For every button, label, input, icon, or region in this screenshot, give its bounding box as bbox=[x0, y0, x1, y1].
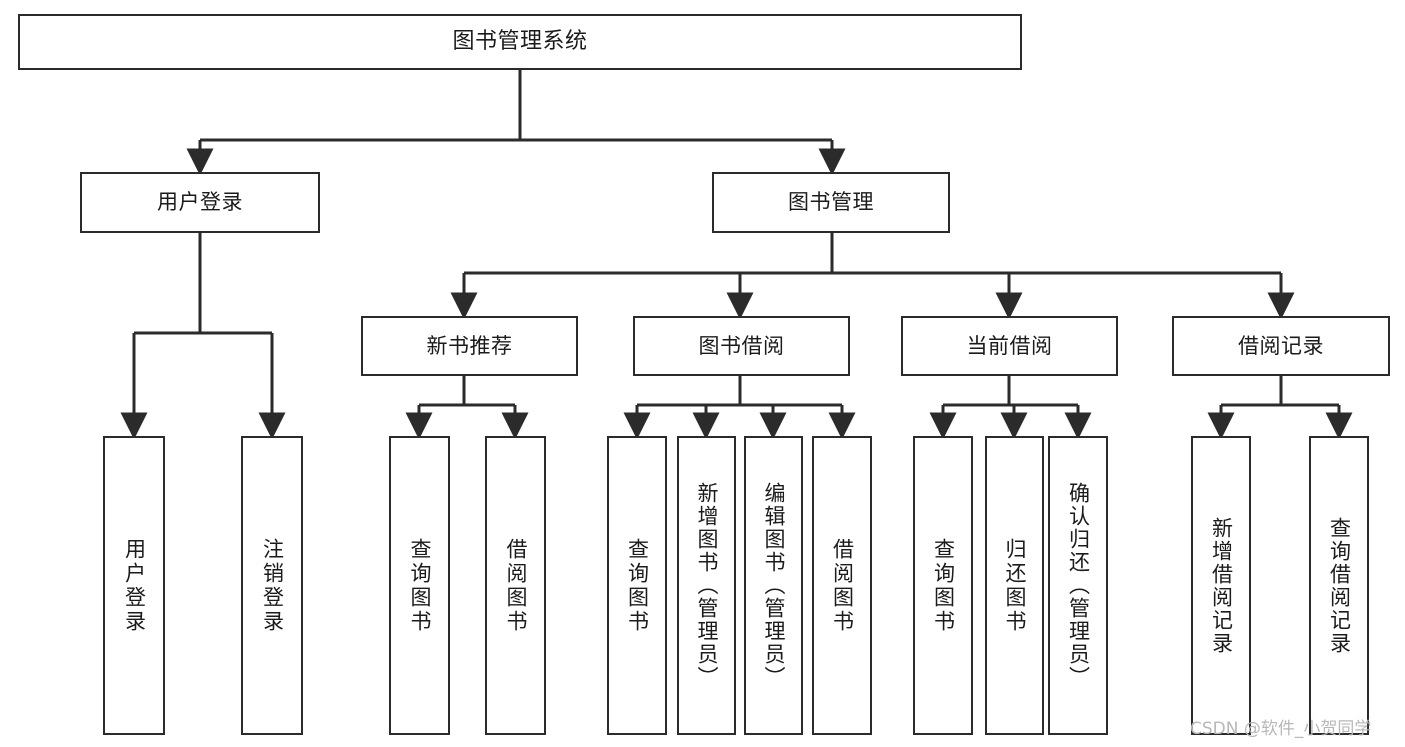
leaf-bb-borrow-book-label: 借阅图书 bbox=[830, 537, 855, 634]
node-root-label: 图书管理系统 bbox=[452, 29, 588, 55]
leaf-nb-borrow-book-label: 借阅图书 bbox=[504, 537, 528, 634]
leaf-nb-borrow-book[interactable]: 借阅图书 bbox=[485, 436, 546, 735]
leaf-bb-edit-book-label: 编辑图书（管理员） bbox=[762, 482, 786, 689]
leaf-bb-query-book[interactable]: 查询图书 bbox=[607, 436, 667, 735]
node-user-login-label: 用户登录 bbox=[157, 190, 243, 215]
leaf-nb-query-book-label: 查询图书 bbox=[408, 537, 432, 634]
leaf-cb-confirm-return-label: 确认归还（管理员） bbox=[1066, 482, 1091, 689]
leaf-bb-add-book-label: 新增图书（管理员） bbox=[695, 482, 719, 689]
leaf-br-query-record[interactable]: 查询借阅记录 bbox=[1309, 436, 1369, 735]
csdn-watermark: CSDN @软件_小贺同学 bbox=[1190, 719, 1372, 739]
node-new-book-recommend-label: 新书推荐 bbox=[426, 333, 513, 358]
node-book-borrow-label: 图书借阅 bbox=[698, 333, 785, 358]
node-book-management-label: 图书管理 bbox=[788, 190, 874, 215]
leaf-nb-query-book[interactable]: 查询图书 bbox=[389, 436, 450, 735]
node-current-borrow-label: 当前借阅 bbox=[966, 333, 1053, 358]
leaf-bb-borrow-book[interactable]: 借阅图书 bbox=[812, 436, 872, 735]
leaf-bb-query-book-label: 查询图书 bbox=[625, 537, 650, 634]
leaf-cb-confirm-return[interactable]: 确认归还（管理员） bbox=[1048, 436, 1108, 735]
leaf-cb-query-book-label: 查询图书 bbox=[931, 537, 956, 634]
leaf-cb-return-book[interactable]: 归还图书 bbox=[985, 436, 1044, 735]
node-root[interactable]: 图书管理系统 bbox=[18, 14, 1022, 70]
leaf-br-add-record[interactable]: 新增借阅记录 bbox=[1191, 436, 1251, 735]
node-borrow-record[interactable]: 借阅记录 bbox=[1172, 316, 1390, 376]
leaf-bb-add-book[interactable]: 新增图书（管理员） bbox=[677, 436, 736, 735]
leaf-logout-label: 注销登录 bbox=[260, 537, 285, 634]
node-borrow-record-label: 借阅记录 bbox=[1238, 333, 1324, 358]
leaf-br-add-record-label: 新增借阅记录 bbox=[1209, 516, 1234, 655]
node-book-borrow[interactable]: 图书借阅 bbox=[633, 316, 850, 376]
node-book-management[interactable]: 图书管理 bbox=[712, 172, 950, 233]
leaf-br-query-record-label: 查询借阅记录 bbox=[1327, 516, 1352, 655]
leaf-user-login[interactable]: 用户登录 bbox=[103, 436, 165, 735]
leaf-cb-query-book[interactable]: 查询图书 bbox=[913, 436, 973, 735]
leaf-bb-edit-book[interactable]: 编辑图书（管理员） bbox=[744, 436, 803, 735]
leaf-cb-return-book-label: 归还图书 bbox=[1003, 537, 1027, 634]
node-user-login[interactable]: 用户登录 bbox=[80, 172, 320, 233]
leaf-logout[interactable]: 注销登录 bbox=[241, 436, 303, 735]
leaf-user-login-label: 用户登录 bbox=[122, 537, 147, 634]
node-current-borrow[interactable]: 当前借阅 bbox=[901, 316, 1118, 376]
node-new-book-recommend[interactable]: 新书推荐 bbox=[361, 316, 578, 376]
